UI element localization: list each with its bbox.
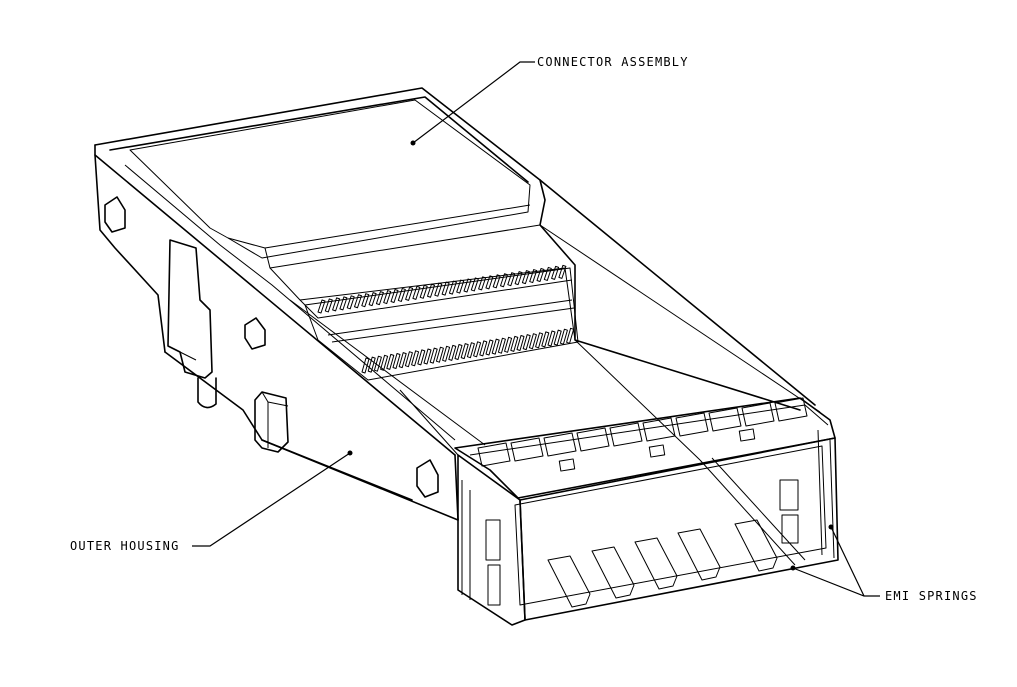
contact-slot xyxy=(332,297,341,312)
callout-connector-assembly: CONNECTOR ASSEMBLY xyxy=(410,55,689,146)
contact-slot xyxy=(386,353,395,370)
contact-slot xyxy=(361,293,370,308)
spring-finger xyxy=(708,407,742,432)
contact-slot xyxy=(392,353,401,369)
contact-slot xyxy=(411,350,420,367)
spring-finger xyxy=(547,555,591,608)
contact-slot xyxy=(521,270,530,285)
emi-spring-left xyxy=(461,480,501,606)
spring-finger xyxy=(741,402,775,427)
contact-slot xyxy=(514,271,523,286)
contact-slot xyxy=(398,352,407,369)
contact-slot xyxy=(479,340,488,357)
contact-slots-upper xyxy=(317,264,567,314)
contact-slot xyxy=(485,339,494,356)
contact-slot xyxy=(367,356,376,373)
contact-slot xyxy=(448,344,457,361)
contact-slot xyxy=(566,327,575,344)
contact-slot xyxy=(339,296,348,311)
spring-finger xyxy=(634,537,678,590)
contact-slot xyxy=(423,348,432,365)
spring-finger xyxy=(642,417,676,442)
contact-slot xyxy=(478,276,487,291)
contact-slot xyxy=(435,346,444,363)
contact-slot xyxy=(541,331,550,348)
spring-finger xyxy=(576,427,610,452)
contact-slots-lower xyxy=(361,327,575,374)
contact-slot xyxy=(404,351,413,368)
contact-slot xyxy=(390,289,399,303)
contact-slot xyxy=(375,291,384,306)
callout-outer-housing: OUTER HOUSING xyxy=(70,450,353,553)
contact-slot xyxy=(529,269,538,284)
contact-slot xyxy=(456,279,465,294)
label-outer-housing: OUTER HOUSING xyxy=(70,539,180,553)
emi-springs-bottom xyxy=(547,519,778,608)
contact-slot xyxy=(553,329,562,346)
contact-slot xyxy=(380,354,389,371)
contact-slot xyxy=(463,278,472,293)
contact-slot xyxy=(522,334,531,351)
contact-slot xyxy=(504,336,513,353)
contact-slot xyxy=(559,328,568,345)
contact-slot xyxy=(507,272,516,287)
contact-slot xyxy=(500,273,508,288)
contact-slot xyxy=(442,345,451,362)
contact-slot xyxy=(317,299,326,314)
spring-finger xyxy=(774,397,808,422)
contact-slot xyxy=(441,281,450,296)
contact-slot xyxy=(417,349,426,366)
spring-finger xyxy=(677,528,721,581)
contact-slot xyxy=(497,337,506,354)
contact-slot xyxy=(383,290,392,305)
spring-finger xyxy=(510,437,544,462)
contact-slot xyxy=(491,338,500,355)
contact-slot xyxy=(346,295,355,310)
contact-slot xyxy=(492,274,501,289)
contact-slot xyxy=(427,283,435,298)
callout-emi-springs: EMI SPRINGS xyxy=(790,524,978,603)
spring-finger xyxy=(675,412,709,437)
spring-finger xyxy=(609,422,643,447)
contact-slot xyxy=(528,333,537,350)
contact-slot xyxy=(448,280,457,295)
contact-slot xyxy=(535,332,544,349)
contact-slot xyxy=(466,342,475,359)
contact-slot xyxy=(373,355,382,372)
contact-slot xyxy=(361,357,370,374)
spring-finger xyxy=(477,442,511,467)
label-connector-assembly: CONNECTOR ASSEMBLY xyxy=(537,55,689,69)
front-cage xyxy=(454,397,839,626)
contact-slot xyxy=(510,335,519,352)
spring-finger xyxy=(591,546,635,599)
contact-slot xyxy=(397,287,406,302)
contact-slot xyxy=(460,343,469,360)
contact-slot xyxy=(551,265,560,280)
spring-finger xyxy=(543,432,577,457)
contact-slot xyxy=(429,347,438,364)
contact-slot xyxy=(470,277,479,292)
connector-assembly xyxy=(129,99,579,381)
contact-slot xyxy=(485,275,494,290)
contact-slot xyxy=(558,264,567,279)
contact-slot xyxy=(454,344,463,360)
contact-slot xyxy=(547,330,556,347)
label-emi-springs: EMI SPRINGS xyxy=(885,589,978,603)
contact-slot xyxy=(412,285,421,300)
contact-slot xyxy=(324,298,333,313)
contact-slot xyxy=(516,335,525,351)
contact-slot xyxy=(419,284,428,299)
contact-slot xyxy=(543,266,552,281)
emi-springs-top xyxy=(477,397,808,467)
contact-slot xyxy=(405,286,414,301)
contact-slot xyxy=(368,292,377,307)
spring-finger xyxy=(734,519,778,572)
contact-slot xyxy=(354,294,362,309)
contact-slot xyxy=(473,341,482,358)
outer-housing xyxy=(94,87,821,521)
contact-slot xyxy=(434,282,443,297)
contact-slot xyxy=(536,268,545,282)
